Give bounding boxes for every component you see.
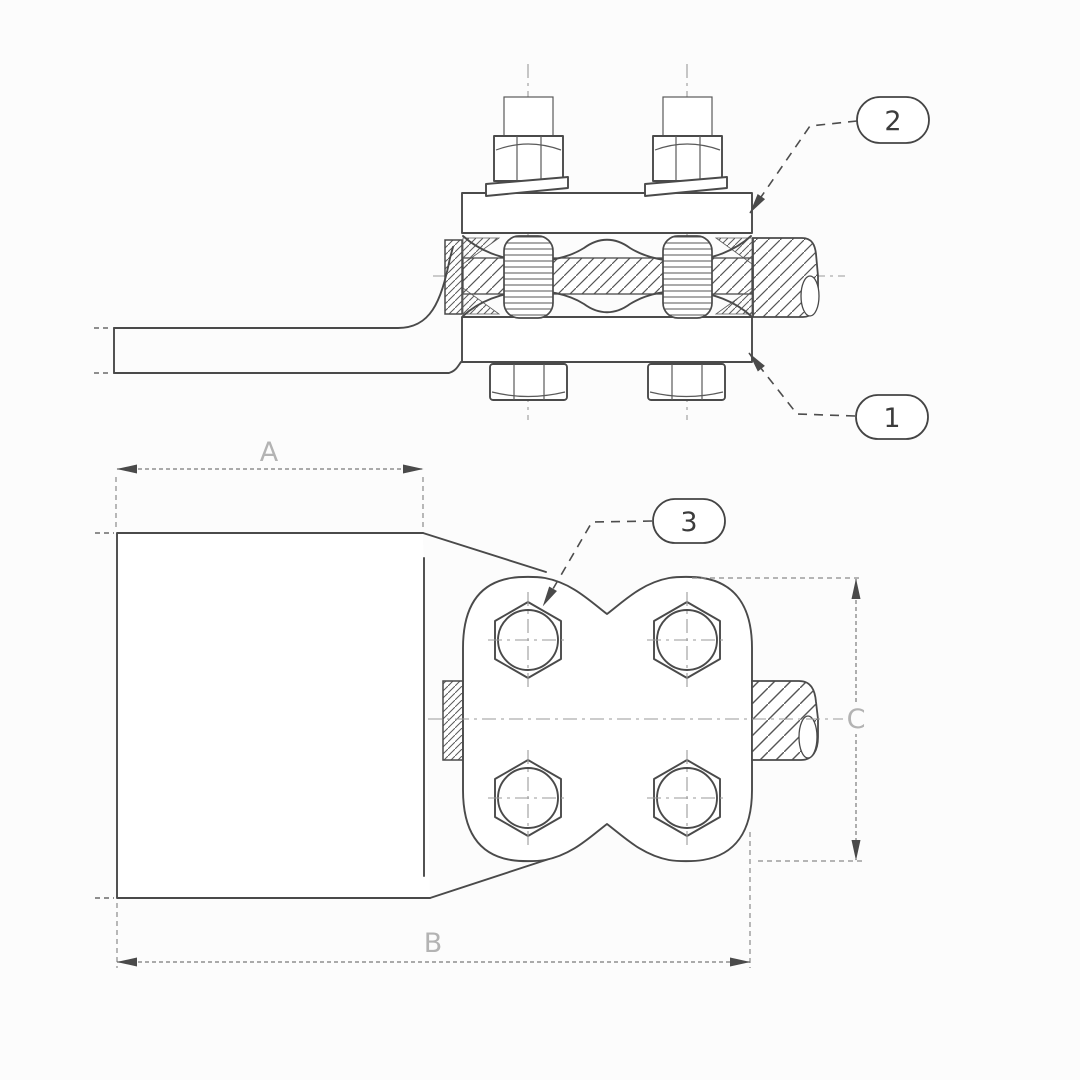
callout-2: 2: [749, 96, 930, 214]
hex-nut-bottom-right: [647, 363, 726, 401]
clamp-wall-wedge: [714, 287, 753, 315]
balloon-3: [652, 498, 726, 544]
hex-bolt-top-left: [488, 592, 568, 688]
balloon-1: [855, 394, 929, 440]
bolt-stud-left: [503, 96, 554, 137]
callout-3: 3: [542, 498, 726, 607]
dimension-a: A: [115, 437, 424, 527]
conductor-left-stub: [444, 239, 463, 315]
lower-clamp-plate: [461, 316, 753, 363]
spring-washer-left: [485, 176, 569, 197]
terminal-pad-plan: [116, 532, 431, 899]
balloon-2-number: 2: [884, 106, 901, 137]
leader-line-2: [749, 120, 858, 214]
conductor-end-face: [800, 275, 820, 317]
terminal-pad-profile: [94, 246, 462, 374]
plan-view: [95, 532, 843, 899]
dimension-a-label: A: [260, 437, 279, 468]
clamp-wall-wedge: [462, 287, 501, 315]
conductor-left-stub-plan: [442, 680, 464, 761]
balloon-1-number: 1: [883, 403, 900, 434]
bolt-stud-right: [662, 96, 713, 137]
balloon-2: [856, 96, 930, 144]
spring-washer-right: [644, 176, 728, 197]
pad-chamfer-bottom: [429, 858, 550, 899]
clamp-wall-wedge: [462, 237, 501, 265]
dimension-c-label: C: [847, 704, 866, 735]
dimension-b: B: [116, 832, 751, 968]
leader-line-1: [748, 352, 856, 417]
bolt-shank-right: [662, 235, 713, 319]
conductor-right-plan: [751, 680, 819, 761]
hex-nut-top-right: [652, 135, 723, 182]
hex-bolt-bottom-left: [488, 750, 568, 846]
pad-chamfer-top: [422, 532, 547, 573]
dimension-b-label: B: [424, 928, 443, 959]
upper-clamp-plate: [461, 192, 753, 234]
callout-1: 1: [748, 352, 929, 440]
hex-nut-top-left: [493, 135, 564, 182]
conductor-end-face: [798, 715, 818, 759]
hex-nut-bottom-left: [489, 363, 568, 401]
conductor-right: [752, 237, 820, 318]
hex-bolt-top-right: [647, 592, 727, 688]
clamp-wall-wedge: [714, 237, 753, 265]
terminal-pad-plan-fill: [117, 533, 430, 898]
leader-line-3: [542, 520, 653, 607]
hex-bolt-bottom-right: [647, 750, 727, 846]
bolt-shank-left: [503, 235, 554, 319]
balloon-3-number: 3: [680, 507, 697, 538]
front-view: [94, 64, 845, 420]
dimension-c: C: [692, 577, 869, 862]
